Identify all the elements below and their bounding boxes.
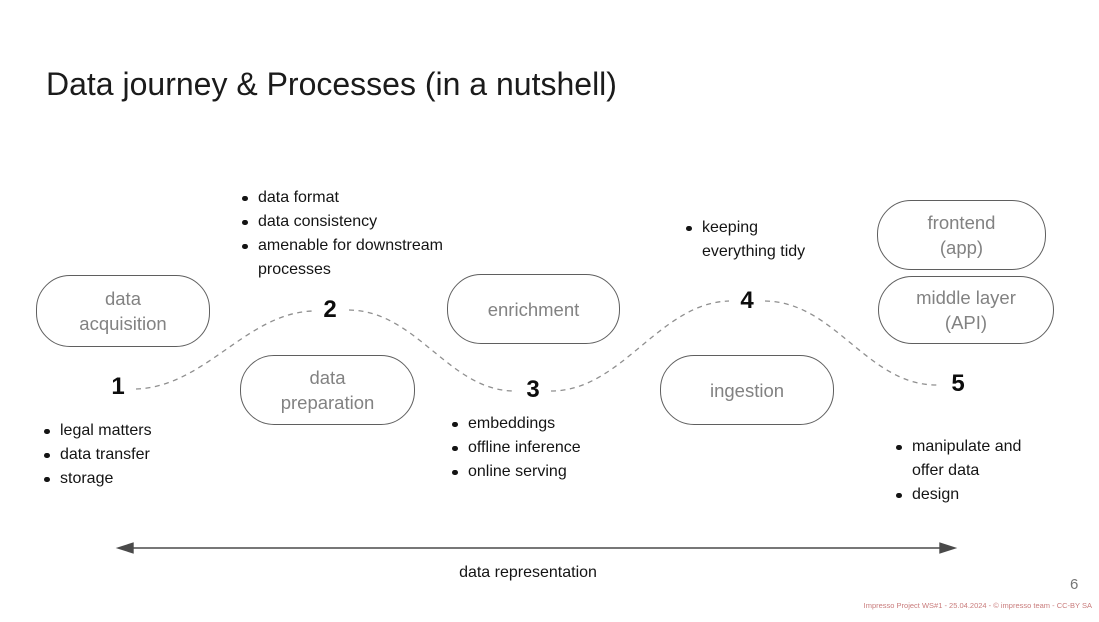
process-box-label: (API) [944, 312, 988, 333]
note-item: design [890, 483, 1030, 507]
step-number-5: 5 [951, 370, 965, 397]
note-item: amenable for downstream processes [236, 234, 504, 282]
data-representation-label: data representation [459, 564, 597, 581]
note-item: data transfer [38, 443, 238, 467]
process-box-label: ingestion [709, 379, 785, 401]
step-number-2: 2 [323, 296, 337, 323]
step4-notes: keeping everything tidy [680, 216, 820, 264]
process-box-label: data [104, 288, 141, 309]
process-box-label: preparation [280, 392, 375, 413]
process-box-label: acquisition [79, 313, 167, 334]
process-box-label: enrichment [487, 298, 580, 320]
process-box-label: data [309, 367, 346, 388]
step3-notes: embeddings offline inference online serv… [446, 412, 646, 484]
data-representation-arrow [115, 542, 958, 554]
process-box-frontend-app: frontend (app) [877, 200, 1046, 270]
note-item: offline inference [446, 436, 646, 460]
process-box-enrichment: enrichment [447, 274, 620, 344]
note-item: legal matters [38, 419, 238, 443]
note-item: data format [236, 186, 504, 210]
step5-notes: manipulate and offer data design [890, 435, 1030, 507]
note-item: embeddings [446, 412, 646, 436]
process-box-data-acquisition: data acquisition [36, 275, 210, 347]
step1-notes: legal matters data transfer storage [38, 419, 238, 491]
step-number-3: 3 [526, 376, 540, 403]
note-item: storage [38, 467, 238, 491]
step-number-1: 1 [111, 373, 125, 400]
footer-credit: Impresso Project WS#1 - 25.04.2024 - © i… [863, 601, 1092, 610]
slide-title: Data journey & Processes (in a nutshell) [46, 66, 617, 102]
page-number: 6 [1070, 576, 1079, 593]
process-box-data-preparation: data preparation [240, 355, 415, 425]
note-item: data consistency [236, 210, 504, 234]
note-item: manipulate and offer data [890, 435, 1030, 483]
process-box-middle-layer-api: middle layer (API) [878, 276, 1054, 344]
process-box-label: middle layer [916, 287, 1016, 308]
process-box-label: (app) [939, 237, 984, 258]
process-box-label: frontend [927, 212, 996, 233]
step-number-4: 4 [740, 287, 754, 314]
note-item: online serving [446, 460, 646, 484]
step2-notes: data format data consistency amenable fo… [236, 186, 504, 282]
process-box-ingestion: ingestion [660, 355, 834, 425]
note-item: keeping everything tidy [680, 216, 820, 264]
